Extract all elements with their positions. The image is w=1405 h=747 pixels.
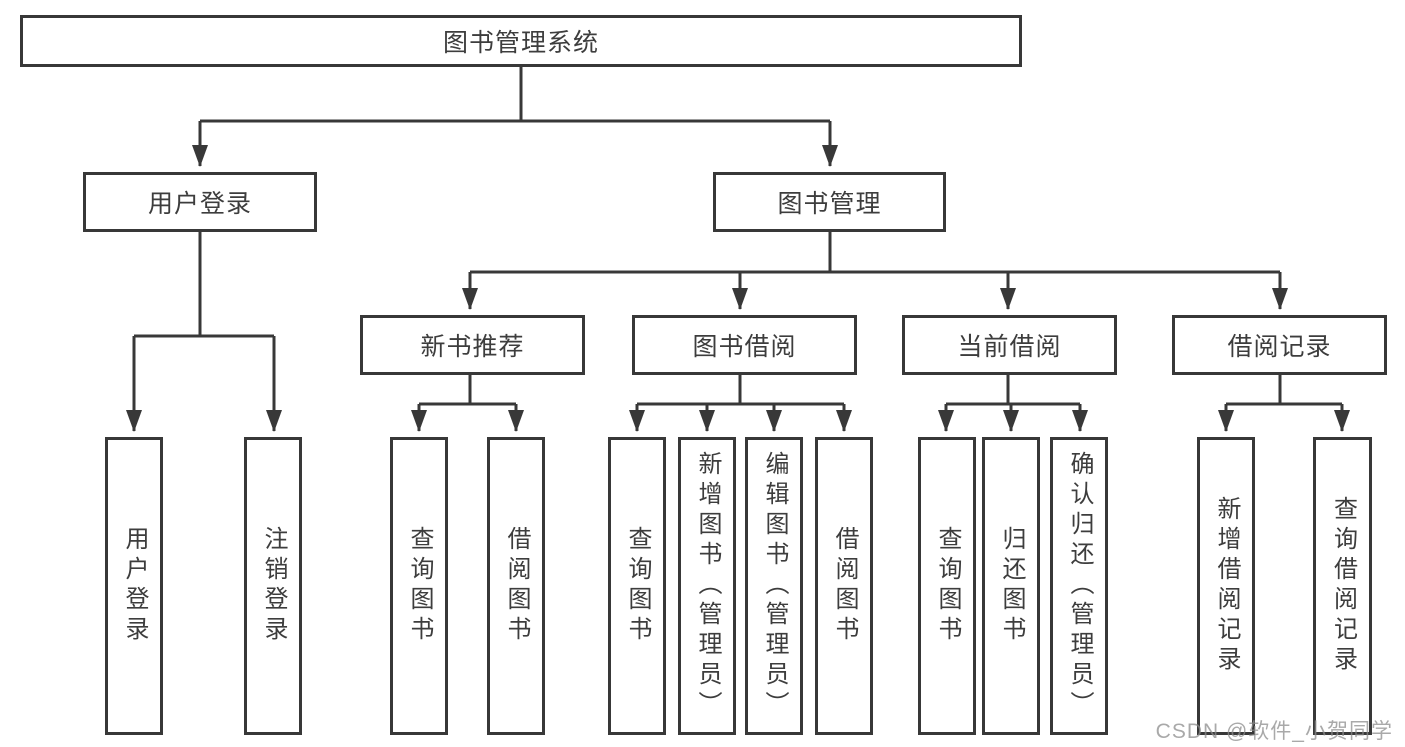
leaf-logout: 注销登录 — [244, 437, 302, 735]
leaf-label: 借阅图书 — [831, 526, 858, 646]
node-label: 图书管理 — [777, 190, 882, 218]
leaf-label: 编辑图书（管理员） — [761, 451, 788, 721]
leaf-label: 查询图书 — [624, 526, 651, 646]
node-book-borrowing: 图书借阅 — [632, 315, 857, 375]
leaf-add-books-admin: 新增图书（管理员） — [678, 437, 736, 735]
node-label: 当前借阅 — [957, 333, 1062, 361]
leaf-borrow-books-recommendation: 借阅图书 — [487, 437, 545, 735]
leaf-query-books-recommendation: 查询图书 — [390, 437, 448, 735]
node-user-login: 用户登录 — [83, 172, 317, 232]
leaf-query-borrow-record: 查询借阅记录 — [1313, 437, 1372, 735]
leaf-query-books-current: 查询图书 — [918, 437, 976, 735]
node-label: 图书借阅 — [692, 333, 797, 361]
leaf-user-login: 用户登录 — [105, 437, 163, 735]
leaf-label: 新增借阅记录 — [1213, 496, 1240, 676]
node-library-management-system: 图书管理系统 — [20, 15, 1022, 67]
leaf-borrow-books: 借阅图书 — [815, 437, 873, 735]
leaf-query-books-borrowing: 查询图书 — [608, 437, 666, 735]
node-label: 图书管理系统 — [442, 29, 599, 57]
leaf-label: 查询借阅记录 — [1329, 496, 1357, 676]
node-label: 借阅记录 — [1227, 333, 1332, 361]
leaf-label: 注销登录 — [260, 526, 287, 646]
node-label: 用户登录 — [147, 190, 252, 218]
node-borrowing-records: 借阅记录 — [1172, 315, 1387, 375]
node-book-management: 图书管理 — [713, 172, 946, 232]
leaf-return-books: 归还图书 — [982, 437, 1040, 735]
leaf-label: 归还图书 — [998, 526, 1025, 646]
leaf-label: 新增图书（管理员） — [694, 451, 721, 721]
leaf-confirm-return-admin: 确认归还（管理员） — [1050, 437, 1108, 735]
csdn-watermark: CSDN @软件_小贺同学 — [1155, 720, 1393, 743]
leaf-label: 查询图书 — [406, 526, 433, 646]
leaf-label: 确认归还（管理员） — [1066, 451, 1093, 721]
node-label: 新书推荐 — [420, 333, 525, 361]
node-current-borrowing: 当前借阅 — [902, 315, 1117, 375]
leaf-add-borrow-record: 新增借阅记录 — [1197, 437, 1255, 735]
leaf-label: 借阅图书 — [503, 526, 530, 646]
node-new-book-recommendation: 新书推荐 — [360, 315, 585, 375]
leaf-edit-books-admin: 编辑图书（管理员） — [745, 437, 803, 735]
leaf-label: 用户登录 — [121, 526, 148, 646]
leaf-label: 查询图书 — [934, 526, 961, 646]
